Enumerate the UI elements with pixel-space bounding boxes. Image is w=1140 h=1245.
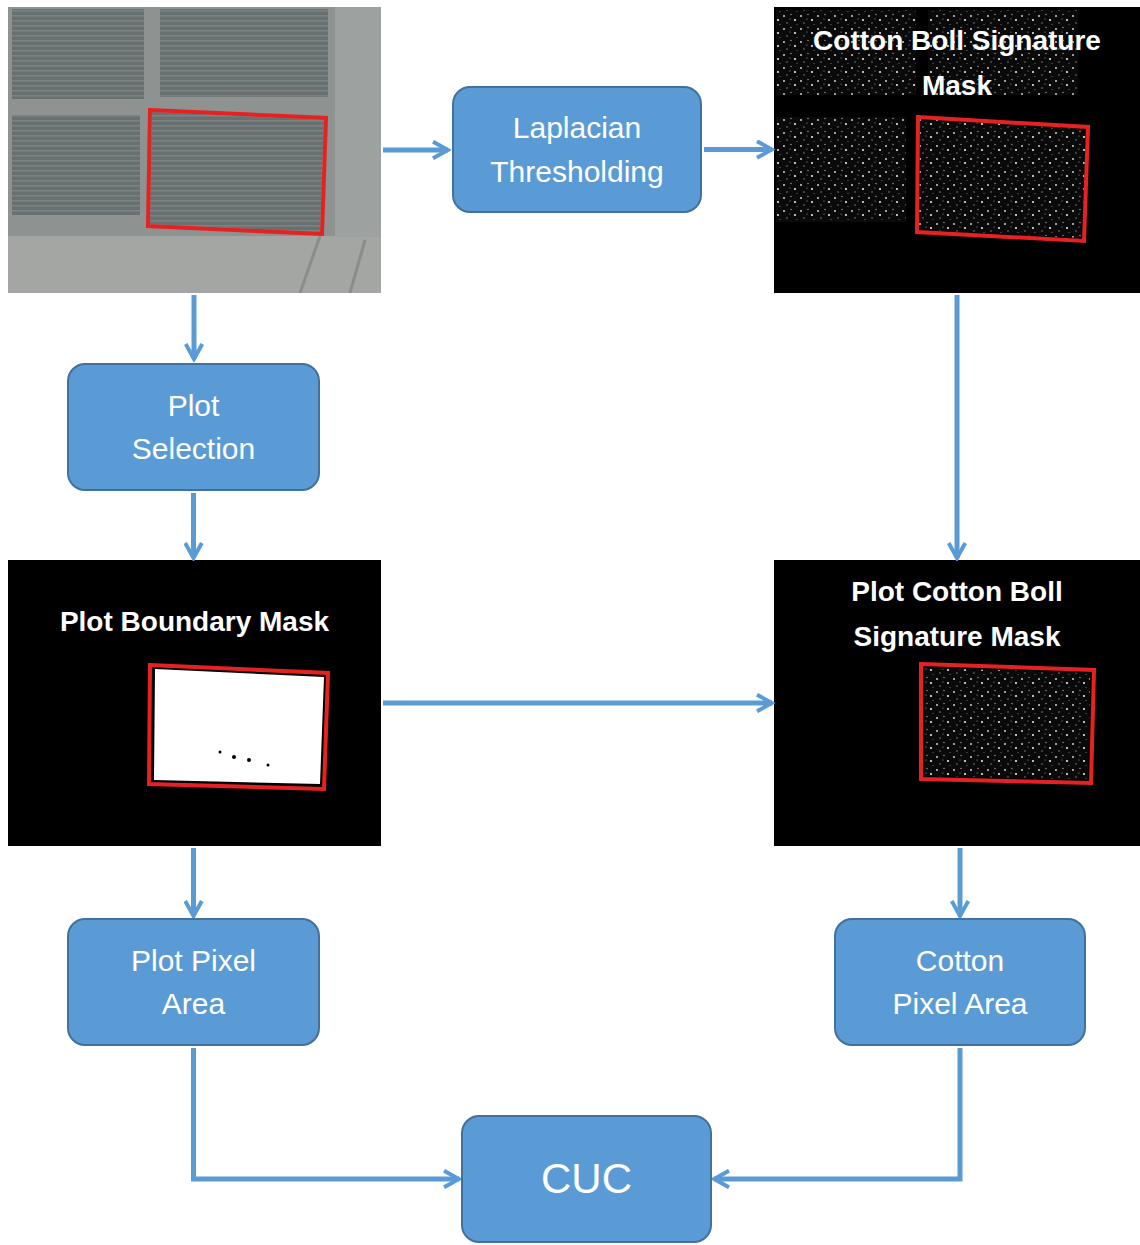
- plot-outline: [149, 665, 328, 789]
- flow-arrow: [194, 1048, 460, 1179]
- plot-signature-mask-image: [774, 560, 1140, 846]
- process-box: Laplacian Thresholding: [452, 86, 702, 213]
- panel-title: Cotton Boll Signature Mask: [785, 19, 1130, 109]
- flow-arrow: [383, 701, 772, 706]
- process-box: Plot Selection: [67, 363, 320, 491]
- speckle-region: [776, 117, 906, 222]
- flow-arrow: [704, 147, 772, 152]
- result-box: CUC: [461, 1115, 712, 1243]
- field-road: [8, 236, 381, 293]
- field-road: [335, 7, 381, 237]
- flow-arrow: [955, 295, 960, 558]
- mask-hole: [219, 751, 222, 754]
- speckle-region: [919, 119, 1086, 238]
- signature-mask-image: [774, 7, 1140, 293]
- aerial-photo: [8, 7, 381, 293]
- flow-arrow: [958, 848, 963, 916]
- field-plot: [160, 9, 328, 97]
- process-box: Cotton Pixel Area: [834, 918, 1086, 1046]
- mask-ground: [8, 560, 381, 846]
- mask-ground: [774, 7, 1140, 293]
- flow-arrow: [192, 295, 197, 359]
- field-track: [300, 236, 320, 293]
- box-label: Plot Selection: [119, 384, 269, 471]
- mask-ground: [774, 560, 1140, 846]
- photo-ground: [8, 7, 381, 293]
- box-label: Cotton Pixel Area: [885, 939, 1035, 1026]
- mask-hole: [232, 755, 236, 759]
- box-label: CUC: [541, 1149, 632, 1210]
- mask-hole: [267, 764, 270, 767]
- flow-arrow: [383, 148, 448, 153]
- mask-hole: [247, 758, 251, 762]
- plot-outline: [921, 664, 1094, 783]
- field-plot: [150, 112, 324, 232]
- flow-arrow: [191, 493, 196, 558]
- field-plot: [12, 115, 140, 215]
- mask-panel: Plot Cotton Boll Signature Mask: [774, 560, 1140, 846]
- mask-panel: Plot Boundary Mask: [8, 560, 381, 846]
- plot-outline: [148, 110, 326, 234]
- plot-region: [154, 669, 324, 784]
- box-label: Laplacian Thresholding: [477, 106, 677, 193]
- panel-title: Plot Cotton Boll Signature Mask: [812, 570, 1102, 660]
- boundary-mask-image: [8, 560, 381, 846]
- flow-arrow: [191, 848, 196, 916]
- field-plot: [12, 9, 144, 99]
- speckle-region: [924, 668, 1090, 780]
- panel-title: Plot Boundary Mask: [60, 600, 329, 645]
- plot-outline: [917, 117, 1088, 241]
- process-box: Plot Pixel Area: [67, 918, 320, 1046]
- box-label: Plot Pixel Area: [119, 939, 269, 1026]
- mask-panel: Cotton Boll Signature Mask: [774, 7, 1140, 293]
- flow-arrow: [714, 1048, 960, 1179]
- field-track: [350, 240, 365, 293]
